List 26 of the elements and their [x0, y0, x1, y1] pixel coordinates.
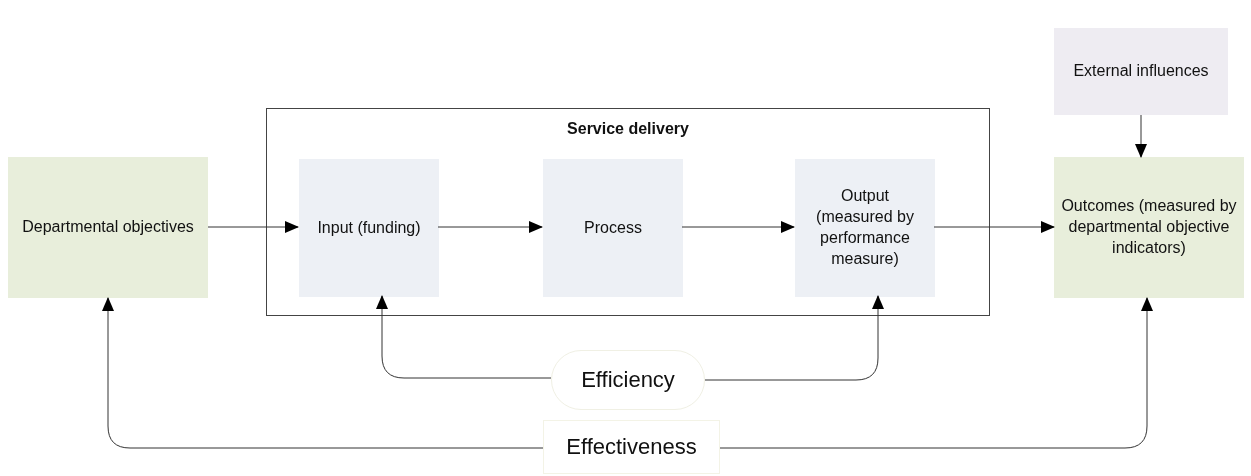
- objective-box: [8, 157, 208, 298]
- arrow: [102, 297, 544, 449]
- objective-box: [1054, 157, 1244, 298]
- arrow: [437, 221, 543, 233]
- measure-box: [543, 420, 720, 474]
- arrow: [704, 295, 884, 381]
- arrow: [681, 221, 795, 233]
- node-label: Output (measured by performance measure): [815, 186, 915, 269]
- group-frame: [266, 108, 990, 316]
- influence-box: [1054, 28, 1228, 115]
- process-box: [795, 159, 935, 297]
- process-box: [543, 159, 683, 297]
- arrow: [376, 295, 552, 379]
- group-title: Service delivery: [567, 119, 689, 139]
- node-label: Efficiency: [581, 365, 675, 394]
- arrow: [719, 297, 1153, 449]
- arrow: [933, 221, 1055, 233]
- node-label: Process: [584, 217, 642, 238]
- node-label: Effectiveness: [566, 432, 697, 461]
- node-label: Departmental objectives: [22, 217, 194, 238]
- node-label: Outcomes (measured by departmental objective indicators): [1060, 196, 1238, 258]
- arrow: [1135, 114, 1147, 158]
- node-label: Input (funding): [317, 217, 421, 238]
- node-label: External influences: [1073, 61, 1209, 82]
- arrow: [207, 221, 299, 233]
- process-box: [299, 159, 439, 297]
